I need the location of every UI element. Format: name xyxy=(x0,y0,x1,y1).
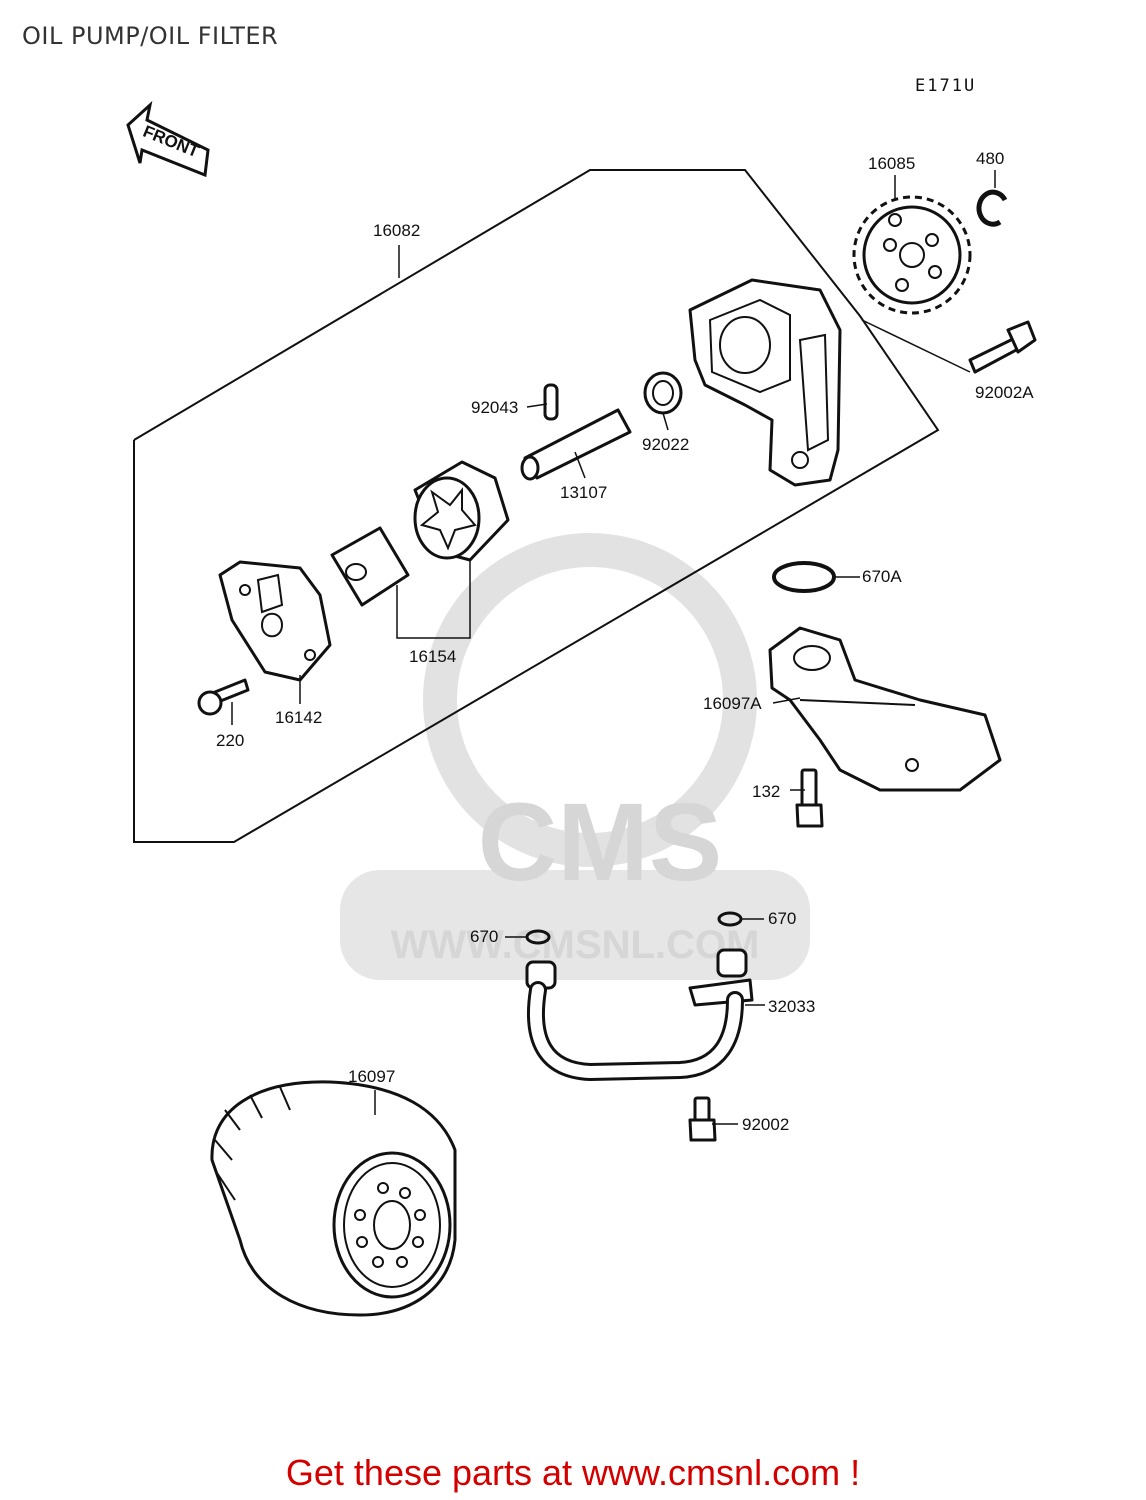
pin-92043 xyxy=(543,383,559,421)
bolt-92002 xyxy=(688,1096,717,1142)
callout-13107: 13107 xyxy=(560,483,607,502)
watermark-logo-text: CMS xyxy=(478,781,722,904)
o-ring-670-right xyxy=(717,911,743,927)
oil-filter xyxy=(210,1080,457,1317)
bolt-92002A xyxy=(968,320,1037,374)
leader-lines xyxy=(231,170,996,1125)
pump-cover xyxy=(218,560,332,682)
callout-670-right: 670 xyxy=(768,909,796,928)
inner-rotor xyxy=(330,526,410,607)
callout-16082: 16082 xyxy=(373,221,420,240)
callout-92022: 92022 xyxy=(642,435,689,454)
front-arrow: FRONT xyxy=(126,100,210,178)
cms-watermark: CMS WWW.CMSNL.COM xyxy=(340,533,810,980)
oil-pump-gear xyxy=(852,195,972,315)
callout-labels: 16082 16085 480 92002A 92043 92022 13107… xyxy=(216,149,1034,1134)
callout-16097: 16097 xyxy=(348,1067,395,1086)
callout-16154: 16154 xyxy=(409,647,456,666)
o-ring-670A xyxy=(772,561,836,593)
shaft-13107 xyxy=(520,408,632,481)
diagram-code: E171U xyxy=(915,76,977,96)
callout-16097A: 16097A xyxy=(703,694,762,713)
callout-92002: 92002 xyxy=(742,1115,789,1134)
bolt-132 xyxy=(795,768,824,828)
callout-220: 220 xyxy=(216,731,244,750)
oil-strainer xyxy=(768,626,1002,792)
parts-diagram: CMS WWW.CMSNL.COM FRONT xyxy=(126,100,1037,1317)
callout-16142: 16142 xyxy=(275,708,322,727)
oil-pipe xyxy=(525,948,754,1082)
callout-32033: 32033 xyxy=(768,997,815,1016)
callout-92043: 92043 xyxy=(471,398,518,417)
outer-rotor xyxy=(413,460,510,562)
circlip xyxy=(976,189,1008,227)
callout-16085: 16085 xyxy=(868,154,915,173)
screw-220 xyxy=(197,678,250,716)
callout-92002A: 92002A xyxy=(975,383,1034,402)
oil-pump-body xyxy=(688,278,842,487)
o-ring-670-left xyxy=(525,929,551,945)
watermark-url-text: WWW.CMSNL.COM xyxy=(391,923,760,967)
washer-92022 xyxy=(643,371,683,415)
callout-670A: 670A xyxy=(862,567,902,586)
assembly-frame xyxy=(133,169,940,843)
page-title: OIL PUMP/OIL FILTER xyxy=(22,22,279,50)
callout-480: 480 xyxy=(976,149,1004,168)
callout-670-left: 670 xyxy=(470,927,498,946)
callout-132: 132 xyxy=(752,782,780,801)
footer-call-to-action: Get these parts at www.cmsnl.com ! xyxy=(285,1452,861,1493)
